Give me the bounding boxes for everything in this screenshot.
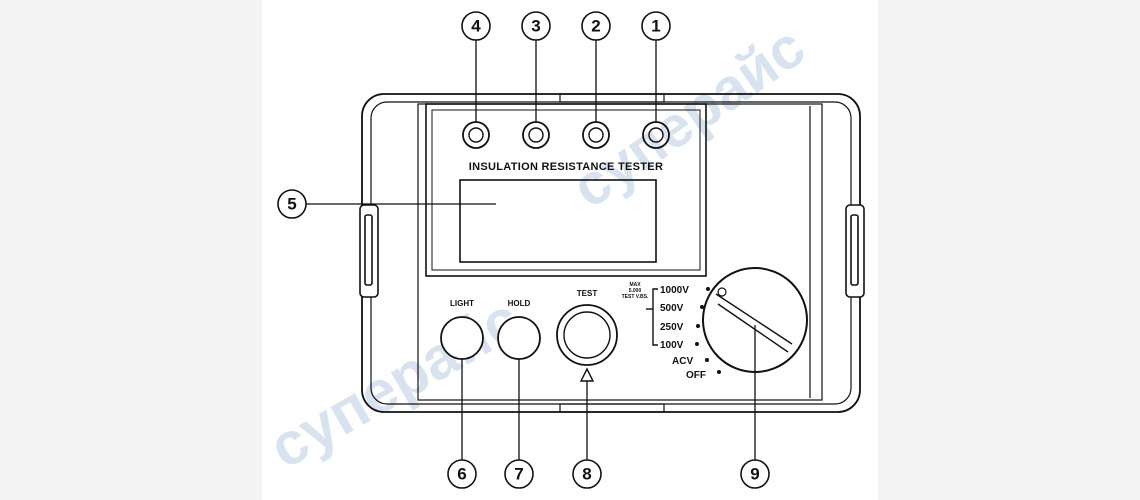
callout-1-text: 1 — [651, 17, 660, 36]
warning-triangle-icon — [579, 367, 595, 382]
max-note-line-2: 5.000 — [629, 288, 642, 294]
range-1000v-dot — [706, 287, 710, 291]
range-500v: 500V — [660, 303, 684, 314]
callout-1: 1 — [641, 11, 671, 41]
callout-6: 6 — [447, 459, 477, 489]
hold-button[interactable] — [497, 316, 541, 360]
range-100v-dot — [695, 342, 699, 346]
lcd-display — [459, 179, 657, 263]
range-1000v: 1000V — [660, 285, 689, 296]
callout-7-text: 7 — [514, 465, 523, 484]
leader-lines — [306, 40, 756, 460]
callout-6-text: 6 — [457, 465, 466, 484]
range-100v: 100V — [660, 340, 684, 351]
terminal-3[interactable] — [522, 121, 550, 149]
terminal-4[interactable] — [462, 121, 490, 149]
callout-4-text: 4 — [471, 17, 481, 36]
callout-8-text: 8 — [582, 465, 591, 484]
watermark-text-lower: суперайс — [258, 285, 531, 481]
callout-4: 4 — [461, 11, 491, 41]
mode-acv: ACV — [672, 356, 693, 367]
mode-off-dot — [717, 370, 721, 374]
callout-8: 8 — [572, 459, 602, 489]
light-button-label: LIGHT — [450, 299, 474, 308]
test-button[interactable] — [556, 304, 618, 366]
range-bracket — [652, 288, 658, 346]
callout-9-text: 9 — [750, 465, 759, 484]
test-button-label: TEST — [577, 289, 598, 298]
watermark-text-upper: суперайс — [560, 14, 816, 221]
max-note-line-1: MAX — [629, 282, 641, 288]
max-note-line-3: TEST V.BS. — [622, 294, 649, 300]
device-title: INSULATION RESISTANCE TESTER — [469, 161, 663, 173]
mode-acv-dot — [705, 358, 709, 362]
mode-off: OFF — [686, 370, 706, 381]
callout-2: 2 — [581, 11, 611, 41]
max-note: MAX 5.000 TEST V.BS. — [622, 282, 649, 300]
range-250v-dot — [696, 324, 700, 328]
callout-5-text: 5 — [287, 195, 296, 214]
callout-7: 7 — [504, 459, 534, 489]
callout-3-text: 3 — [531, 17, 540, 36]
callout-2-text: 2 — [591, 17, 600, 36]
light-button[interactable] — [440, 316, 484, 360]
hold-button-label: HOLD — [508, 299, 531, 308]
range-500v-dot — [700, 305, 704, 309]
rotary-range-switch[interactable] — [702, 267, 808, 373]
range-labels: 1000V 500V 250V 100V ACV OFF — [660, 285, 721, 381]
callout-9: 9 — [740, 459, 770, 489]
callout-3: 3 — [521, 11, 551, 41]
callout-5: 5 — [277, 189, 307, 219]
device-housing — [359, 93, 865, 413]
range-250v: 250V — [660, 322, 684, 333]
